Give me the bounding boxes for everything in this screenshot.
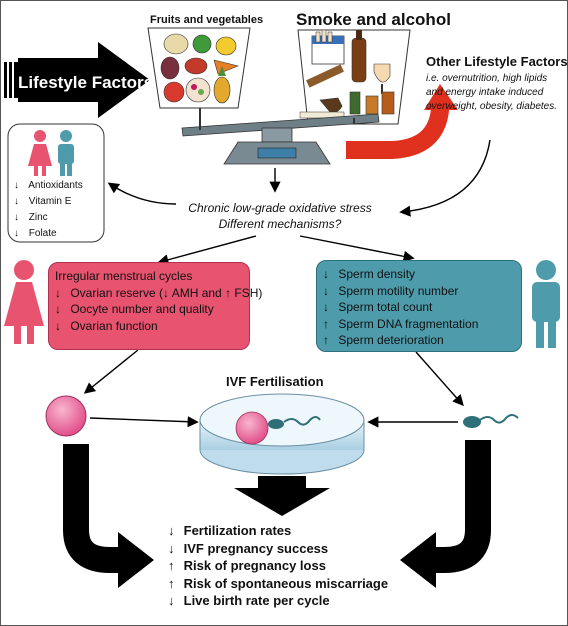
fruits-basket xyxy=(147,27,251,109)
sperm-icon xyxy=(463,414,519,428)
smoke-alcohol-basket xyxy=(297,29,411,125)
female-to-egg-arrow xyxy=(83,349,139,394)
list-item: ↓ Sperm motility number xyxy=(323,283,459,298)
dish-outcome-arrow xyxy=(234,476,330,516)
list-item: Irregular menstrual cycles xyxy=(55,269,193,283)
list-item: ↓ Zinc xyxy=(14,212,48,223)
stress-to-female-arrow xyxy=(157,235,257,266)
pepper-icon xyxy=(184,57,208,75)
list-item: ↓ IVF pregnancy success xyxy=(168,540,329,556)
red-arrow xyxy=(346,84,458,159)
outcomes-list: ↓ Fertilization rates ↓ IVF pregnancy su… xyxy=(168,522,388,610)
balance-scale-icon xyxy=(181,108,380,165)
fruit-plate-icon xyxy=(185,77,211,103)
bottle-icon xyxy=(351,37,367,83)
stress-line-1: Chronic low-grade oxidative stress xyxy=(188,201,372,215)
other-factors-title: Other Lifestyle Factors ? xyxy=(426,54,568,69)
male-to-sperm-arrow xyxy=(415,351,464,407)
cabbage-icon xyxy=(163,33,189,55)
cigar-icon xyxy=(306,64,344,88)
list-item: ↓ Live birth rate per cycle xyxy=(168,593,330,608)
other-to-stress-arrow xyxy=(399,139,491,217)
list-item: ↑ Sperm deterioration xyxy=(323,333,444,347)
stress-text: Chronic low-grade oxidative stress Diffe… xyxy=(156,200,404,232)
carrot-icon xyxy=(213,59,239,75)
fruits-title: Fruits and vegetables xyxy=(150,14,264,26)
sperm-outcome-arrow xyxy=(400,440,491,588)
pineapple-icon xyxy=(213,76,231,104)
list-item: ↓ Ovarian reserve (↓ AMH and ↑ FSH) xyxy=(55,285,263,300)
ivf-title: IVF Fertilisation xyxy=(226,374,324,389)
list-item: ↓ Oocyte number and quality xyxy=(55,302,214,316)
stress-to-nutrients-arrow xyxy=(107,182,177,205)
list-item: ↓ Sperm density xyxy=(323,267,416,281)
list-item: ↓ Fertilization rates xyxy=(168,523,292,538)
list-item: ↓ Antioxidants xyxy=(14,180,83,191)
other-factors-description: i.e. overnutrition, high lipids and ener… xyxy=(426,73,558,112)
wine-glass-icon xyxy=(373,63,391,83)
female-figure-icon xyxy=(4,260,44,344)
strawberry-icon xyxy=(163,81,185,103)
apple-icon xyxy=(192,34,212,54)
male-icon xyxy=(58,130,74,176)
lifestyle-arrow xyxy=(4,42,150,118)
female-effects-box: Irregular menstrual cycles ↓ Ovarian res… xyxy=(48,262,262,350)
list-item: ↑ Risk of spontaneous miscarriage xyxy=(168,575,389,591)
lemon-icon xyxy=(215,36,237,56)
list-item: ↓ Ovarian function xyxy=(55,318,158,333)
beer-bottle-icon xyxy=(349,91,361,115)
list-item: ↓ Folate xyxy=(14,228,57,239)
egg-outcome-arrow xyxy=(63,444,154,588)
list-item: ↓ Sperm total count xyxy=(323,300,433,314)
list-item: ↑ Risk of pregnancy loss xyxy=(168,558,326,573)
list-item: ↓ Vitamin E xyxy=(14,196,72,207)
smoke-title: Smoke and alcohol xyxy=(296,10,451,29)
stress-line-2: Different mechanisms? xyxy=(218,217,342,231)
egg-icon xyxy=(45,395,87,437)
stress-to-male-arrow xyxy=(299,235,415,262)
lifestyle-label: Lifestyle Factors xyxy=(18,73,154,92)
nutrient-list: ↓ Antioxidants ↓ Vitamin E ↓ Zinc ↓ Fola… xyxy=(14,178,83,242)
egg-to-dish-arrow xyxy=(89,416,199,428)
eggplant-icon xyxy=(160,56,180,80)
whisky-glass-icon xyxy=(365,95,379,115)
female-icon xyxy=(28,130,52,176)
male-effects-box: ↓ Sperm density ↓ Sperm motility number … xyxy=(316,260,522,352)
petri-dish-icon xyxy=(199,393,365,475)
list-item: ↑ Sperm DNA fragmentation xyxy=(323,316,479,331)
male-figure-icon xyxy=(532,260,560,348)
